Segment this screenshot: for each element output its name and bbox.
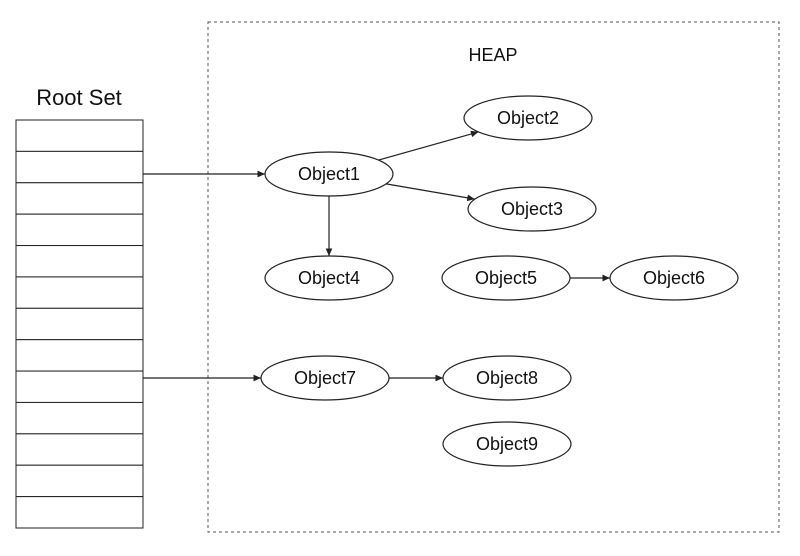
- root-set-title: Root Set: [36, 85, 122, 110]
- object-node-obj2: Object2: [463, 95, 593, 141]
- edge-obj1-to-obj3: [386, 183, 475, 202]
- object-node-obj5: Object5: [441, 255, 571, 301]
- object-node-obj7: Object7: [260, 355, 390, 401]
- object-node-shape: [442, 421, 572, 467]
- root-set-slot-9: [15, 370, 144, 403]
- object-node-shape: [264, 151, 394, 197]
- object-node-shape: [442, 355, 572, 401]
- root-set-slot-11: [15, 433, 144, 466]
- object-node-shape: [463, 95, 593, 141]
- root-set-slot-6: [15, 276, 144, 309]
- root-set-slot-7: [15, 307, 144, 341]
- object-node-obj8: Object8: [442, 355, 572, 401]
- root-set-slot-12: [15, 464, 144, 498]
- edge-obj1-to-obj2: [378, 130, 479, 161]
- root-set-slot-8: [15, 339, 144, 372]
- root-set-slot-4: [15, 213, 144, 247]
- object-node-label: Object2: [497, 108, 559, 128]
- object-node-label: Object6: [643, 268, 705, 288]
- reference-edges: [143, 130, 610, 382]
- object-node-shape: [467, 186, 597, 232]
- root-set-slot-10: [15, 401, 144, 435]
- root-set-slot-2: [15, 150, 144, 184]
- root-set-slot-13: [15, 496, 144, 529]
- object-node-obj4: Object4: [264, 255, 394, 301]
- object-node-obj9: Object9: [442, 421, 572, 467]
- object-node-label: Object8: [476, 368, 538, 388]
- object-node-shape: [264, 255, 394, 301]
- object-node-label: Object5: [475, 268, 537, 288]
- object-node-label: Object3: [501, 199, 563, 219]
- object-node-shape: [441, 255, 571, 301]
- object-node-obj3: Object3: [467, 186, 597, 232]
- object-node-obj6: Object6: [609, 255, 739, 301]
- object-node-obj1: Object1: [264, 151, 394, 197]
- object-node-shape: [260, 355, 390, 401]
- object-node-label: Object7: [294, 368, 356, 388]
- heap-title: HEAP: [468, 45, 517, 65]
- root-set-slot-3: [15, 182, 144, 215]
- object-node-label: Object1: [298, 164, 360, 184]
- root-set-slot-5: [15, 245, 144, 278]
- object-node-label: Object4: [298, 268, 360, 288]
- object-node-label: Object9: [476, 434, 538, 454]
- object-node-shape: [609, 255, 739, 301]
- root-set-stack: [15, 119, 144, 529]
- root-set-slot-1: [15, 119, 144, 152]
